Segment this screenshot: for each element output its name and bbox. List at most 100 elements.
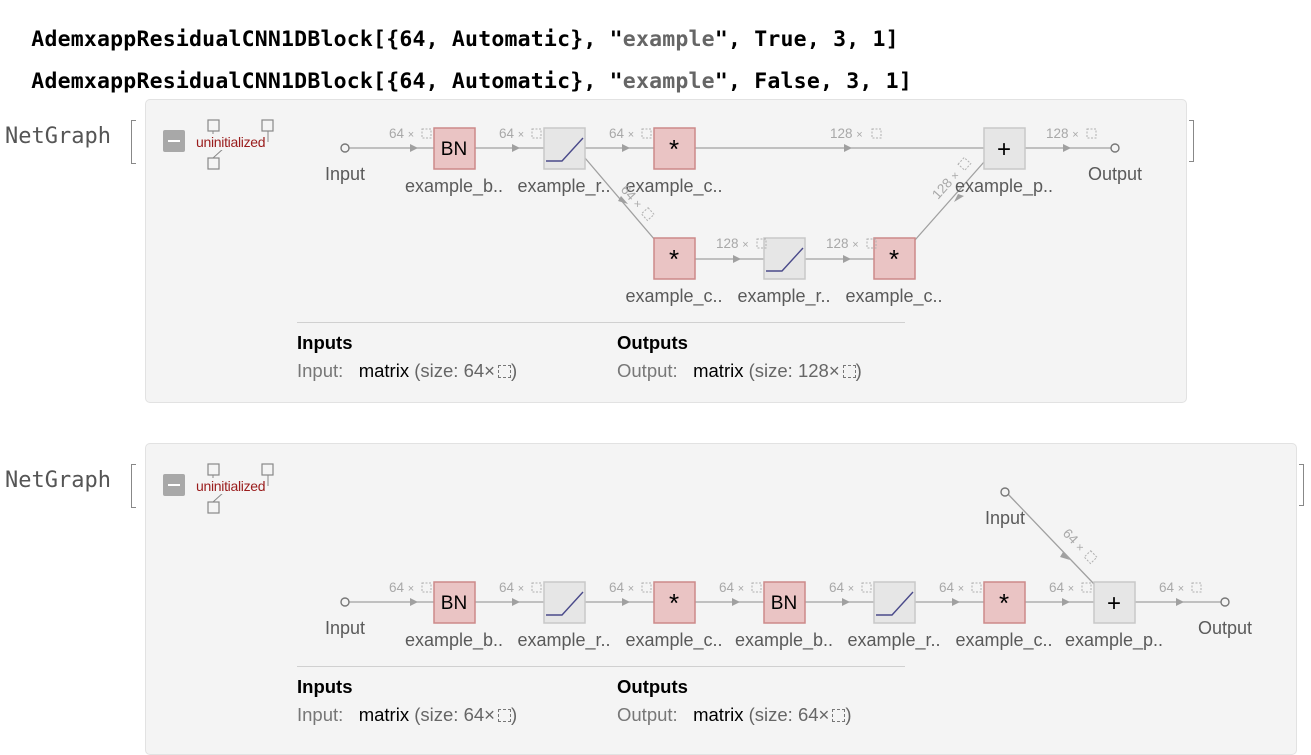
svg-text:64 ×: 64 × [499,580,524,595]
svg-text:64 ×: 64 × [829,580,854,595]
svg-text:+: + [1107,590,1121,617]
uninitialized-status: uninitialized [196,118,286,173]
port-name: Output: [617,704,678,725]
svg-text:64 ×: 64 × [609,580,634,595]
port-type: matrix [358,704,410,725]
ramp-icon [876,591,914,616]
uninitialized-label: uninitialized [196,478,266,494]
ramp-layer-node[interactable] [763,237,806,280]
convolution-layer-node[interactable]: * [983,581,1026,624]
svg-text:64 ×: 64 × [1060,526,1088,555]
input-port[interactable] [340,597,350,607]
inputs-heading: Inputs [297,676,353,697]
input-port[interactable] [340,143,350,153]
node-label: example_p.. [955,176,1053,197]
input-port[interactable] [1000,487,1010,497]
function-name: AdemxappResidualCNN1DBlock [31,69,374,94]
collapse-toggle-button[interactable] [163,130,185,152]
input-port-info: Input: matrix (size: 64×) [297,704,518,725]
node-label: example_c.. [625,286,722,307]
svg-text:64 ×: 64 × [499,126,524,141]
svg-text:128 ×: 128 × [716,236,749,251]
total-layer-node[interactable]: + [983,127,1026,170]
svg-text:64 ×: 64 × [609,126,634,141]
batchnorm-layer-node[interactable]: BN [433,581,476,624]
svg-text:*: * [889,244,899,274]
svg-text:*: * [669,244,679,274]
collapse-toggle-button[interactable] [163,474,185,496]
total-layer-node[interactable]: + [1093,581,1136,624]
convolution-layer-node[interactable]: * [873,237,916,280]
netgraph-output-label-2: NetGraph [5,468,111,493]
node-label: example_c.. [845,286,942,307]
svg-text:BN: BN [441,139,467,160]
convolution-layer-node[interactable]: * [653,581,696,624]
svg-text:*: * [669,588,679,618]
args-open: [{64, Automatic}, " [373,27,623,52]
batchnorm-layer-node[interactable]: BN [433,127,476,170]
output-port-info: Output: matrix (size: 64×) [617,704,852,725]
node-label: example_b.. [405,630,503,651]
svg-text:128 ×: 128 × [826,236,859,251]
svg-text:128 ×: 128 × [1046,126,1079,141]
netgraph-output-label-1: NetGraph [5,124,111,149]
close-bracket [1299,464,1304,506]
open-bracket [131,120,136,164]
ramp-layer-node[interactable] [873,581,916,624]
port-name: Output: [617,360,678,381]
batchnorm-layer-node[interactable]: BN [763,581,806,624]
svg-text:*: * [669,134,679,164]
outputs-heading: Outputs [617,332,688,353]
function-name: AdemxappResidualCNN1DBlock [31,27,374,52]
output-port[interactable] [1110,143,1120,153]
svg-text:BN: BN [771,593,797,614]
output-port-info: Output: matrix (size: 128×) [617,360,862,381]
netgraph-panel-2[interactable]: uninitialized [145,443,1297,755]
close-bracket [1189,120,1194,162]
node-label: Input [985,508,1025,528]
node-label: Output [1088,164,1142,184]
node-label: Output [1198,618,1252,638]
node-label: example_b.. [735,630,833,651]
node-label: Input [325,164,365,184]
convolution-layer-node[interactable]: * [653,127,696,170]
outputs-heading: Outputs [617,676,688,697]
convolution-layer-node[interactable]: * [653,237,696,280]
node-label: example_c.. [625,176,722,197]
network-graph-1: BN * + * * Input example_b.. exam [325,126,1142,307]
output-port[interactable] [1220,597,1230,607]
ramp-layer-node[interactable] [543,581,586,624]
input-code-line-1[interactable]: AdemxappResidualCNN1DBlock[{64, Automati… [5,2,899,52]
port-name: Input: [297,704,344,725]
inputs-heading: Inputs [297,332,353,353]
args-close: ", True, 3, 1] [714,27,899,52]
divider [297,666,905,667]
port-type: matrix [358,360,410,381]
open-bracket [131,464,136,508]
ramp-layer-node[interactable] [543,127,586,170]
node-label: example_r.. [517,176,610,197]
svg-text:64 ×: 64 × [389,580,414,595]
args-close: ", False, 3, 1] [714,69,912,94]
node-label: example_c.. [625,630,722,651]
svg-text:*: * [999,588,1009,618]
netgraph-panel-1[interactable]: uninitialized [145,99,1187,403]
ramp-icon [546,591,584,616]
ramp-icon [766,247,804,272]
node-label: example_b.. [405,176,503,197]
node-label: Input [325,618,365,638]
svg-text:64 ×: 64 × [939,580,964,595]
svg-text:64 ×: 64 × [1159,580,1184,595]
port-name: Input: [297,360,344,381]
node-label: example_p.. [1065,630,1163,651]
ramp-icon [546,137,584,162]
node-label: example_r.. [737,286,830,307]
network-graph-2: BN * BN * + Input example_b.. example_r.… [325,487,1252,651]
svg-text:128 ×: 128 × [830,126,863,141]
port-type: matrix [693,360,744,381]
string-arg: example [622,69,715,94]
node-label: example_c.. [955,630,1052,651]
svg-text:64 ×: 64 × [719,580,744,595]
svg-text:BN: BN [441,593,467,614]
input-code-line-2[interactable]: AdemxappResidualCNN1DBlock[{64, Automati… [5,44,912,94]
